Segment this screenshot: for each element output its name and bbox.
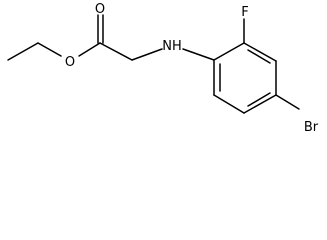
bond-o-carbonyl-c xyxy=(78,42,101,57)
bond-carbonyl-ch2 xyxy=(99,42,133,61)
bond-ethyl-ch2-o xyxy=(37,42,62,57)
bond-nh-ring xyxy=(182,48,215,61)
carbonyl-oxygen-label: O xyxy=(95,2,105,17)
fluorine-label: F xyxy=(241,5,248,20)
ring-inner-bond-a xyxy=(247,49,271,64)
bromine-label: Br xyxy=(304,120,319,135)
bond-ring-br xyxy=(275,94,300,110)
ring-bond-c2-c3 xyxy=(243,42,277,62)
ring-bond-c1-c2 xyxy=(213,42,245,61)
ring-bond-c5-c6 xyxy=(213,94,245,114)
bond-ch2-nh xyxy=(131,48,163,61)
bond-ethyl-ch3-ch2 xyxy=(7,42,39,61)
ester-oxygen-label: O xyxy=(65,55,75,70)
amine-label: NH xyxy=(162,39,182,54)
ring-inner-bond-b xyxy=(247,92,271,107)
ring-bond-c4-c5 xyxy=(243,94,277,114)
molecule-structure: O O NH F Br xyxy=(7,2,319,135)
